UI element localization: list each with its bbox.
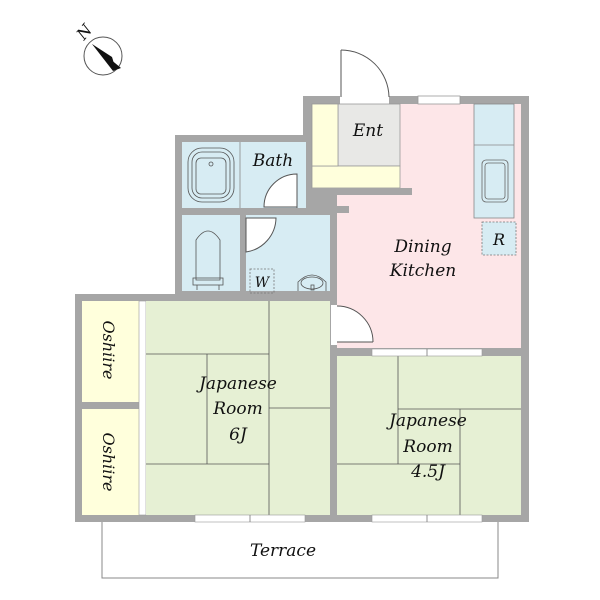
oshiire-1-label: Oshiire <box>99 321 118 380</box>
toilet-door[interactable] <box>245 217 277 253</box>
japanese-room-6j: Japanese Room 6J <box>146 301 330 515</box>
entrance-label-top: Ent <box>352 121 383 141</box>
wall-stub-2 <box>330 188 337 318</box>
entrance-step-top <box>311 165 401 189</box>
oshiire-1 <box>82 301 139 402</box>
toilet-wall <box>240 215 246 291</box>
oshiire-door-track <box>138 300 147 516</box>
bath-wall-2 <box>298 208 330 215</box>
washing-machine-spot: W <box>249 268 275 294</box>
wall-stub <box>312 188 412 195</box>
bath-door[interactable] <box>263 173 298 208</box>
terrace: Terrace <box>101 519 499 579</box>
bathtub-icon <box>187 147 235 203</box>
dining-kitchen-label-2: Kitchen <box>389 261 456 281</box>
japanese-room-6j-label-2: Room <box>212 399 262 419</box>
japanese-room-45j: Japanese Room 4.5J <box>337 356 521 515</box>
north-arrow-icon-half <box>92 44 116 70</box>
japanese-room-45j-label-1: Japanese <box>386 411 467 431</box>
bath-label: Bath <box>252 151 293 171</box>
kitchen-window-top[interactable] <box>417 95 461 105</box>
terrace-label: Terrace <box>250 541 316 561</box>
wall-stub-3 <box>337 206 349 213</box>
front-door[interactable] <box>340 49 390 104</box>
kitchen-counter <box>473 103 515 219</box>
oshiire-divider <box>82 402 146 409</box>
compass: N <box>72 20 123 76</box>
sink-icon <box>481 159 509 203</box>
kitchen-door[interactable] <box>331 305 374 345</box>
japanese-room-6j-label-3: 6J <box>229 425 248 445</box>
oshiire-2-label: Oshiire <box>99 433 118 492</box>
oshiire-2 <box>82 409 139 515</box>
refrigerator-label: R <box>492 230 505 249</box>
entrance-shoe-storage-top <box>311 103 339 167</box>
washroom-label: W <box>255 275 271 291</box>
japanese-room-6j-label-1: Japanese <box>196 374 277 394</box>
toilet-icon <box>192 230 224 290</box>
refrigerator: R <box>481 221 517 256</box>
japanese-room-45j-label-2: Room <box>402 437 452 457</box>
japanese-room-45j-label-3: 4.5J <box>410 462 446 482</box>
washbasin-icon <box>297 274 327 291</box>
bath-wall <box>182 208 262 215</box>
dining-kitchen-label-1: Dining <box>393 237 451 257</box>
